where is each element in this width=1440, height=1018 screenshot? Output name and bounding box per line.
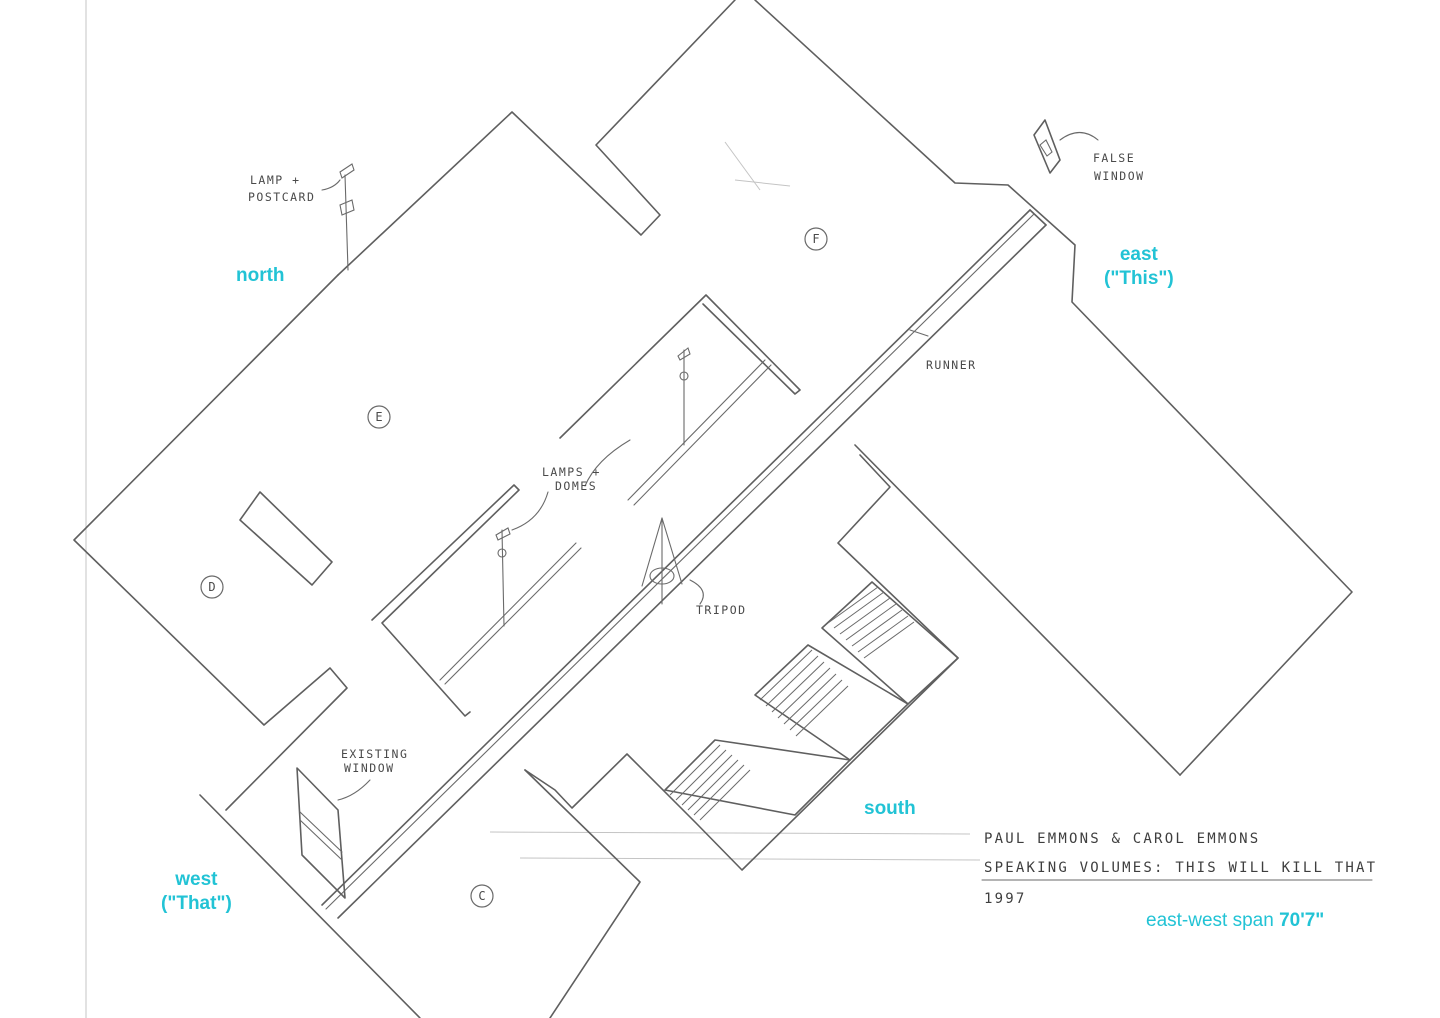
room-label-d: D	[208, 580, 215, 594]
south-block-inner	[524, 454, 959, 871]
compass-west-label: west ("That")	[161, 868, 232, 916]
partition-lower-inner-2	[439, 542, 577, 681]
runner-end-cap	[1029, 209, 1047, 226]
room-label-e: E	[375, 410, 382, 424]
lamp-dome-lower	[495, 527, 511, 627]
annotation-false-window-line2: WINDOW	[1094, 169, 1145, 183]
east-west-span-label: east-west span 70'7"	[1146, 910, 1324, 932]
partition-upper-inner	[627, 359, 766, 501]
annotation-leader-lines	[321, 131, 1099, 801]
annotation-runner: RUNNER	[926, 358, 977, 372]
annotation-lamps-domes-line1: LAMPS +	[542, 465, 601, 479]
annotation-lamps-domes-line2: DOMES	[555, 479, 597, 493]
title-block-artists: PAUL EMMONS & CAROL EMMONS	[984, 831, 1260, 847]
annotation-lamp-postcard-line2: POSTCARD	[248, 190, 315, 204]
annotation-existing-window-line2: WINDOW	[344, 761, 395, 775]
compass-east-label: east ("This")	[1104, 243, 1174, 291]
room-c-outline	[199, 794, 421, 1018]
runner-south-edge	[337, 224, 1047, 919]
partition-upper-inner-2	[633, 364, 772, 506]
room-label-f: F	[812, 232, 819, 246]
stair-hatching	[664, 581, 959, 821]
partition-lower-inner	[444, 547, 582, 685]
runner-inner-line	[325, 213, 1035, 910]
room-de-display-table	[239, 491, 333, 586]
tripod-fixture	[641, 517, 683, 605]
compass-east-line1: east	[1119, 244, 1158, 265]
south-block-outline	[854, 444, 1181, 776]
compass-south-label: south	[864, 798, 916, 819]
lamp-postcard-fixture	[339, 163, 355, 271]
annotation-false-window-line1: FALSE	[1093, 151, 1135, 165]
room-f-north-wall	[754, 0, 1353, 776]
partition-upper	[559, 294, 801, 439]
room-label-c: C	[478, 889, 485, 903]
compass-east-line2: ("This")	[1104, 268, 1174, 289]
compass-north-label: north	[236, 265, 285, 286]
room-de-outline	[337, 0, 736, 276]
partition-lower	[371, 484, 520, 717]
south-block-lower-wall	[524, 769, 641, 1018]
east-west-span-value: 70'7"	[1279, 910, 1325, 931]
compass-west-line1: west	[175, 869, 218, 890]
annotation-existing-window-line1: EXISTING	[341, 747, 408, 761]
annotation-tripod: TRIPOD	[696, 603, 747, 617]
room-markers	[200, 227, 828, 908]
existing-window-frame	[296, 767, 346, 899]
annotation-lamp-postcard-line1: LAMP +	[250, 173, 301, 187]
runner-north-edge	[321, 209, 1031, 906]
false-window-fixture	[1033, 119, 1061, 174]
title-block-work: SPEAKING VOLUMES: THIS WILL KILL THAT	[984, 860, 1377, 876]
title-block-year: 1997	[984, 891, 1027, 907]
lamp-dome-upper	[677, 347, 691, 446]
room-de-southwest-wall	[73, 274, 348, 811]
faint-ghost-lines	[85, 0, 981, 1018]
compass-west-line2: ("That")	[161, 893, 232, 914]
east-west-span-text: east-west span	[1146, 910, 1280, 931]
